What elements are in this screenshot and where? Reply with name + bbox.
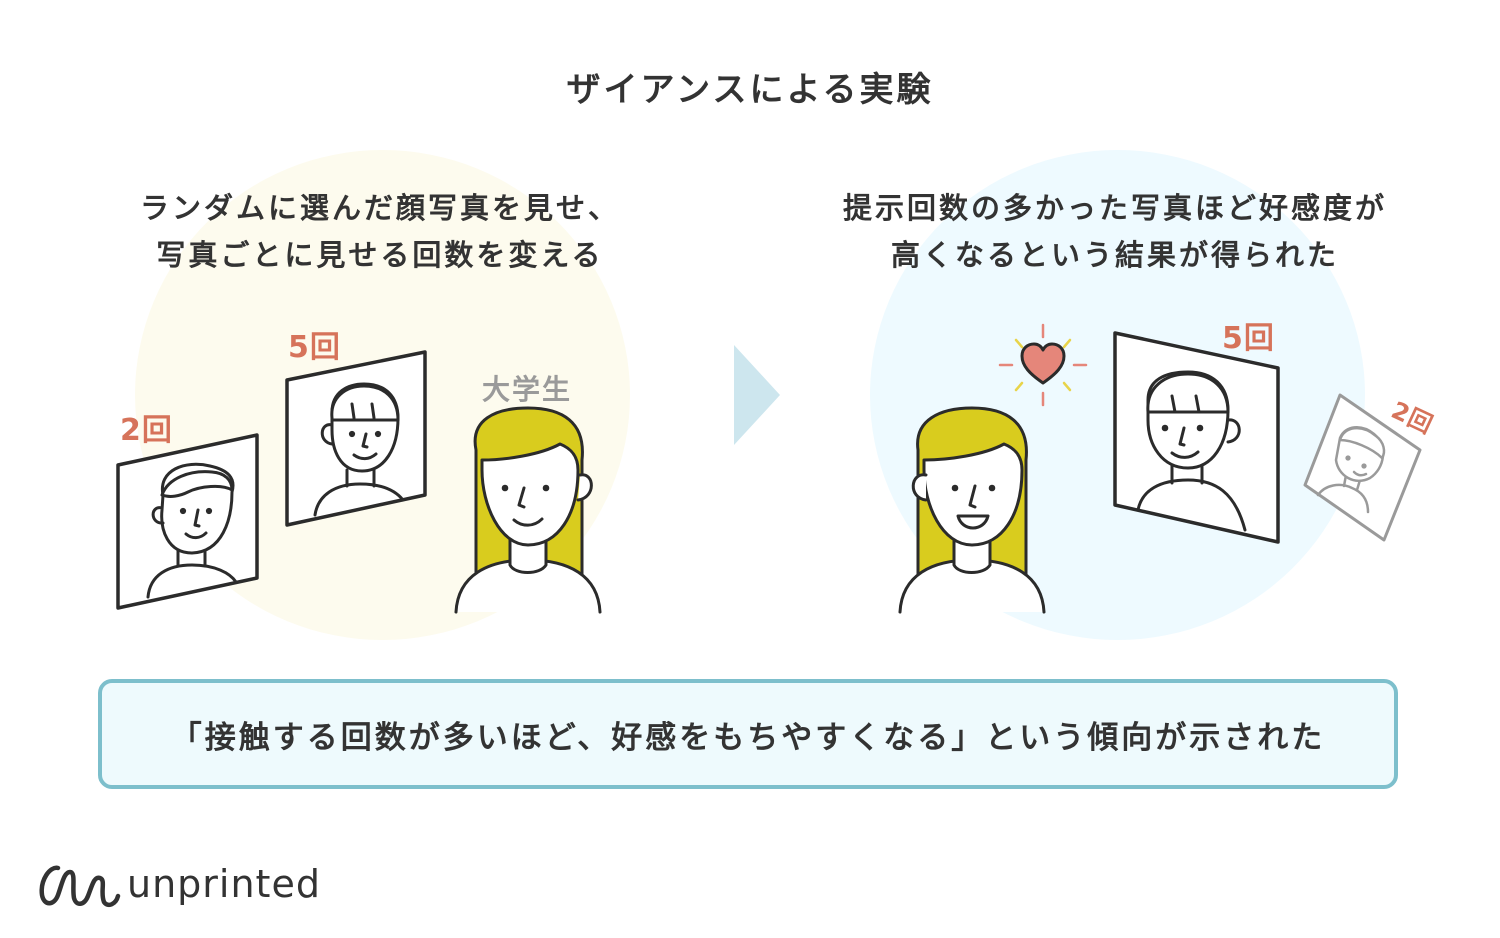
left-caption-line1: ランダムに選んだ顔写真を見せ、 bbox=[139, 191, 620, 225]
left-small-photo-count: 2回 bbox=[120, 413, 173, 448]
man-face-icon bbox=[1136, 370, 1247, 532]
left-caption-line2: 写真ごとに見せる回数を変える bbox=[156, 238, 604, 272]
woman-face-icon bbox=[898, 406, 1046, 614]
woman-face-icon bbox=[454, 406, 602, 614]
summary-box: 「接触する回数が多いほど、好感をもちやすくなる」という傾向が示された bbox=[98, 679, 1398, 789]
summary-text: 「接触する回数が多いほど、好感をもちやすくなる」という傾向が示された bbox=[170, 719, 1326, 756]
right-caption-line2: 高くなるという結果が得られた bbox=[890, 238, 1339, 272]
diagram-title: ザイアンスによる実験 bbox=[566, 70, 934, 110]
right-caption-line1: 提示回数の多かった写真ほど好感度が bbox=[842, 191, 1387, 225]
left-caption: ランダムに選んだ顔写真を見せ、 写真ごとに見せる回数を変える bbox=[80, 185, 680, 279]
man-face-icon bbox=[313, 382, 405, 517]
brand-name: unprinted bbox=[127, 862, 321, 906]
right-caption: 提示回数の多かった写真ほど好感度が 高くなるという結果が得られた bbox=[800, 185, 1430, 279]
subject-label: 大学生 bbox=[482, 373, 573, 406]
man-face-icon bbox=[146, 462, 238, 599]
man-face-icon bbox=[1316, 426, 1386, 514]
right-large-photo-count: 5回 bbox=[1222, 321, 1275, 356]
left-large-photo-count: 5回 bbox=[288, 330, 341, 365]
